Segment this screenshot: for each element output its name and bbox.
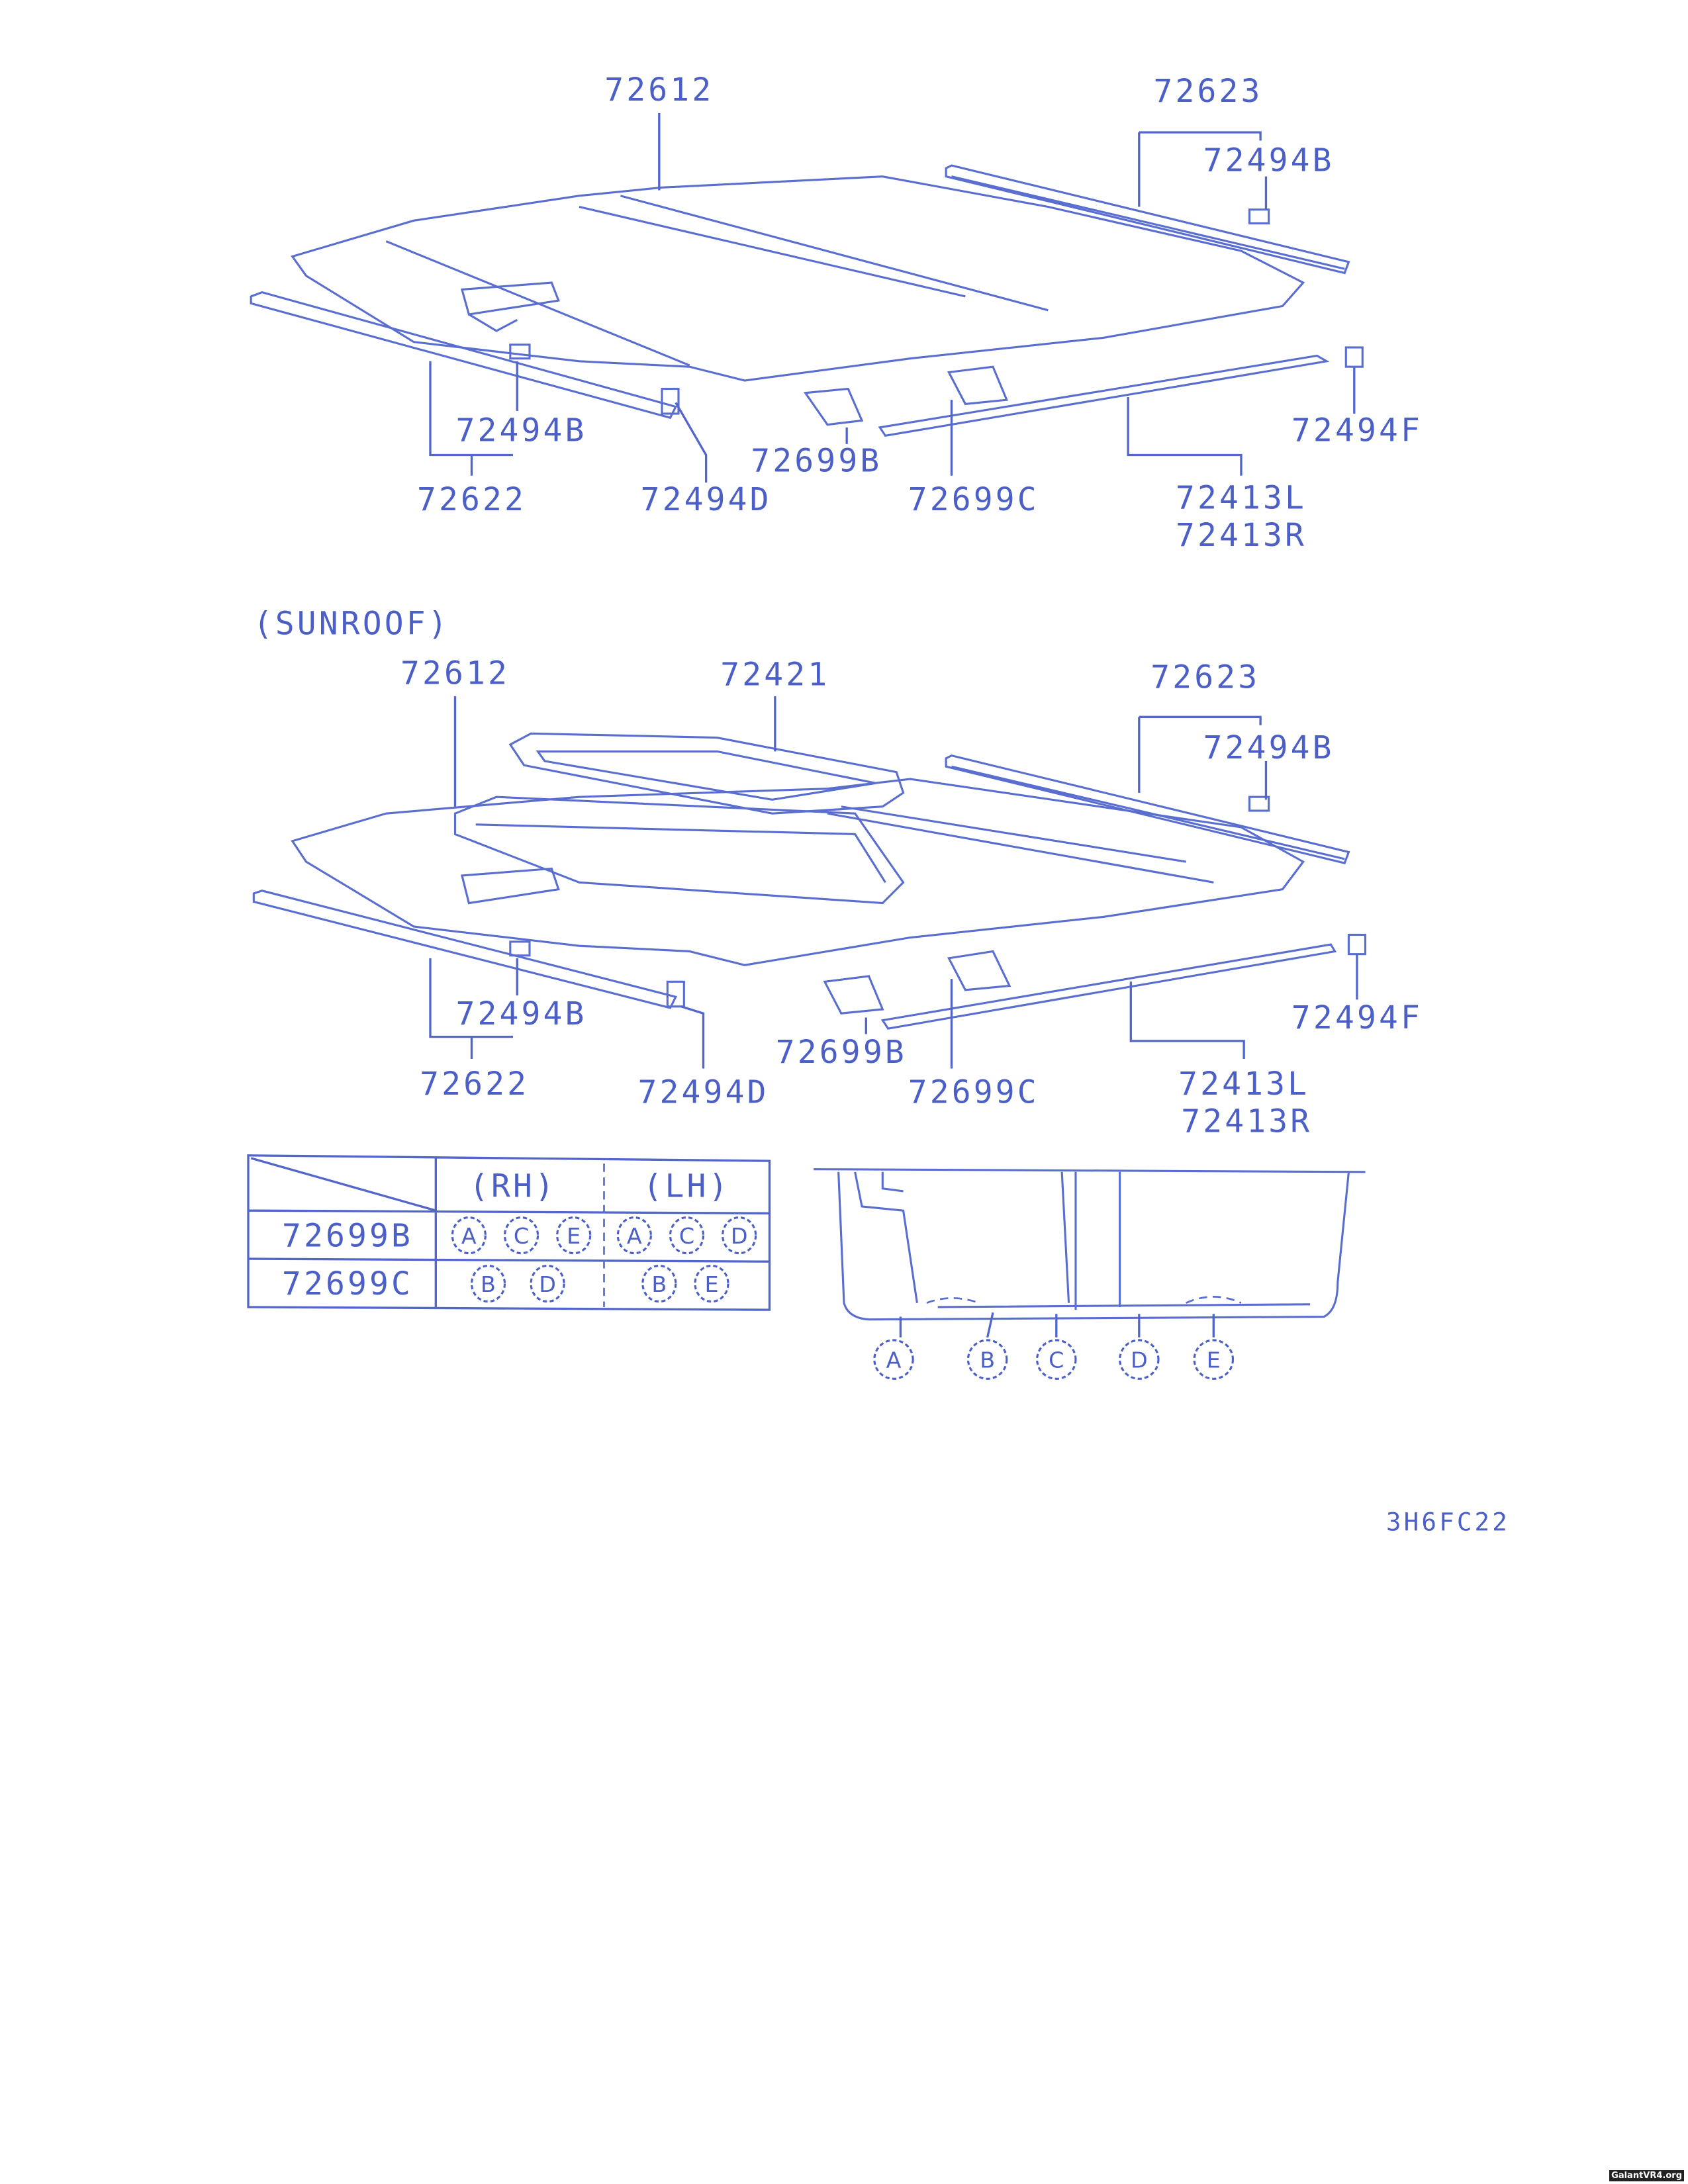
callout-72413l: 72413L <box>1178 1066 1309 1103</box>
callout-72699c: 72699C <box>908 482 1039 518</box>
callout-72699c: 72699C <box>908 1075 1039 1111</box>
callout-72421: 72421 <box>720 657 829 693</box>
table-header-lh: (LH) <box>643 1168 730 1205</box>
row-72699b-positions: A C E A C D <box>451 1216 757 1255</box>
rail-72622 <box>252 889 678 1009</box>
callout-72494d: 72494D <box>637 1075 769 1111</box>
position-mark: E <box>704 1271 718 1297</box>
standard-roof-diagram: 72612 72623 72494B 72494B 72622 72494D 7… <box>250 72 1423 554</box>
callout-72623: 72623 <box>1150 660 1260 696</box>
callout-72494b: 72494B <box>1203 142 1335 179</box>
rail-72413 <box>880 943 1337 1030</box>
callout-72494b: 72494B <box>455 413 586 449</box>
callout-72494b: 72494B <box>455 996 586 1032</box>
table-part-72699c: 72699C <box>282 1266 413 1302</box>
location-c: C <box>1049 1347 1064 1373</box>
position-mark: B <box>481 1271 496 1297</box>
callout-72623: 72623 <box>1153 73 1262 110</box>
callout-72413r: 72413R <box>1181 1103 1312 1140</box>
sunroof-title: (SUNROOF) <box>254 606 450 642</box>
clip-position-table: (RH) (LH) 72699B 72699C A C E A C D B D … <box>247 1154 771 1311</box>
callout-72494d: 72494D <box>641 482 772 518</box>
position-mark: D <box>731 1223 748 1249</box>
callout-72612: 72612 <box>400 655 510 692</box>
position-mark: D <box>539 1271 556 1297</box>
callout-72622: 72622 <box>420 1066 529 1103</box>
rail-72623 <box>945 754 1350 864</box>
sunroof-diagram: (SUNROOF) 72612 72421 72623 72494B 72494… <box>252 606 1423 1140</box>
table-header-rh: (RH) <box>469 1168 557 1205</box>
figure-code: 3H6FC22 <box>1386 1507 1510 1536</box>
position-mark: E <box>567 1223 581 1249</box>
position-mark: A <box>627 1223 642 1249</box>
position-mark: C <box>514 1223 529 1249</box>
callout-72494b: 72494B <box>1203 730 1335 766</box>
row-72699c-positions: B D B E <box>470 1264 729 1303</box>
location-a: A <box>886 1347 902 1373</box>
clip-location-detail: A B C D E <box>814 1168 1366 1380</box>
rail-72413 <box>878 354 1330 437</box>
callout-72612: 72612 <box>604 72 714 109</box>
rail-72622 <box>250 291 678 420</box>
table-part-72699b: 72699B <box>282 1218 413 1254</box>
callout-72494f: 72494F <box>1291 1000 1423 1036</box>
location-d: D <box>1131 1347 1148 1373</box>
watermark: GalantVR4.org <box>1609 2170 1684 2181</box>
location-b: B <box>980 1347 995 1373</box>
callout-72699b: 72699B <box>776 1034 907 1071</box>
position-mark: C <box>679 1223 694 1249</box>
callout-72494f: 72494F <box>1291 413 1423 449</box>
rail-72623 <box>945 164 1350 275</box>
callout-72413r: 72413R <box>1176 518 1307 554</box>
sunroof-frame-72421 <box>508 732 905 815</box>
position-mark: A <box>461 1223 477 1249</box>
headlining-72612 <box>291 175 1305 382</box>
callout-72622: 72622 <box>417 482 526 518</box>
callout-72413l: 72413L <box>1176 480 1307 517</box>
position-mark: B <box>651 1271 667 1297</box>
headlining-72612 <box>291 778 1305 966</box>
location-e: E <box>1207 1347 1221 1373</box>
callout-72699b: 72699B <box>751 443 882 479</box>
